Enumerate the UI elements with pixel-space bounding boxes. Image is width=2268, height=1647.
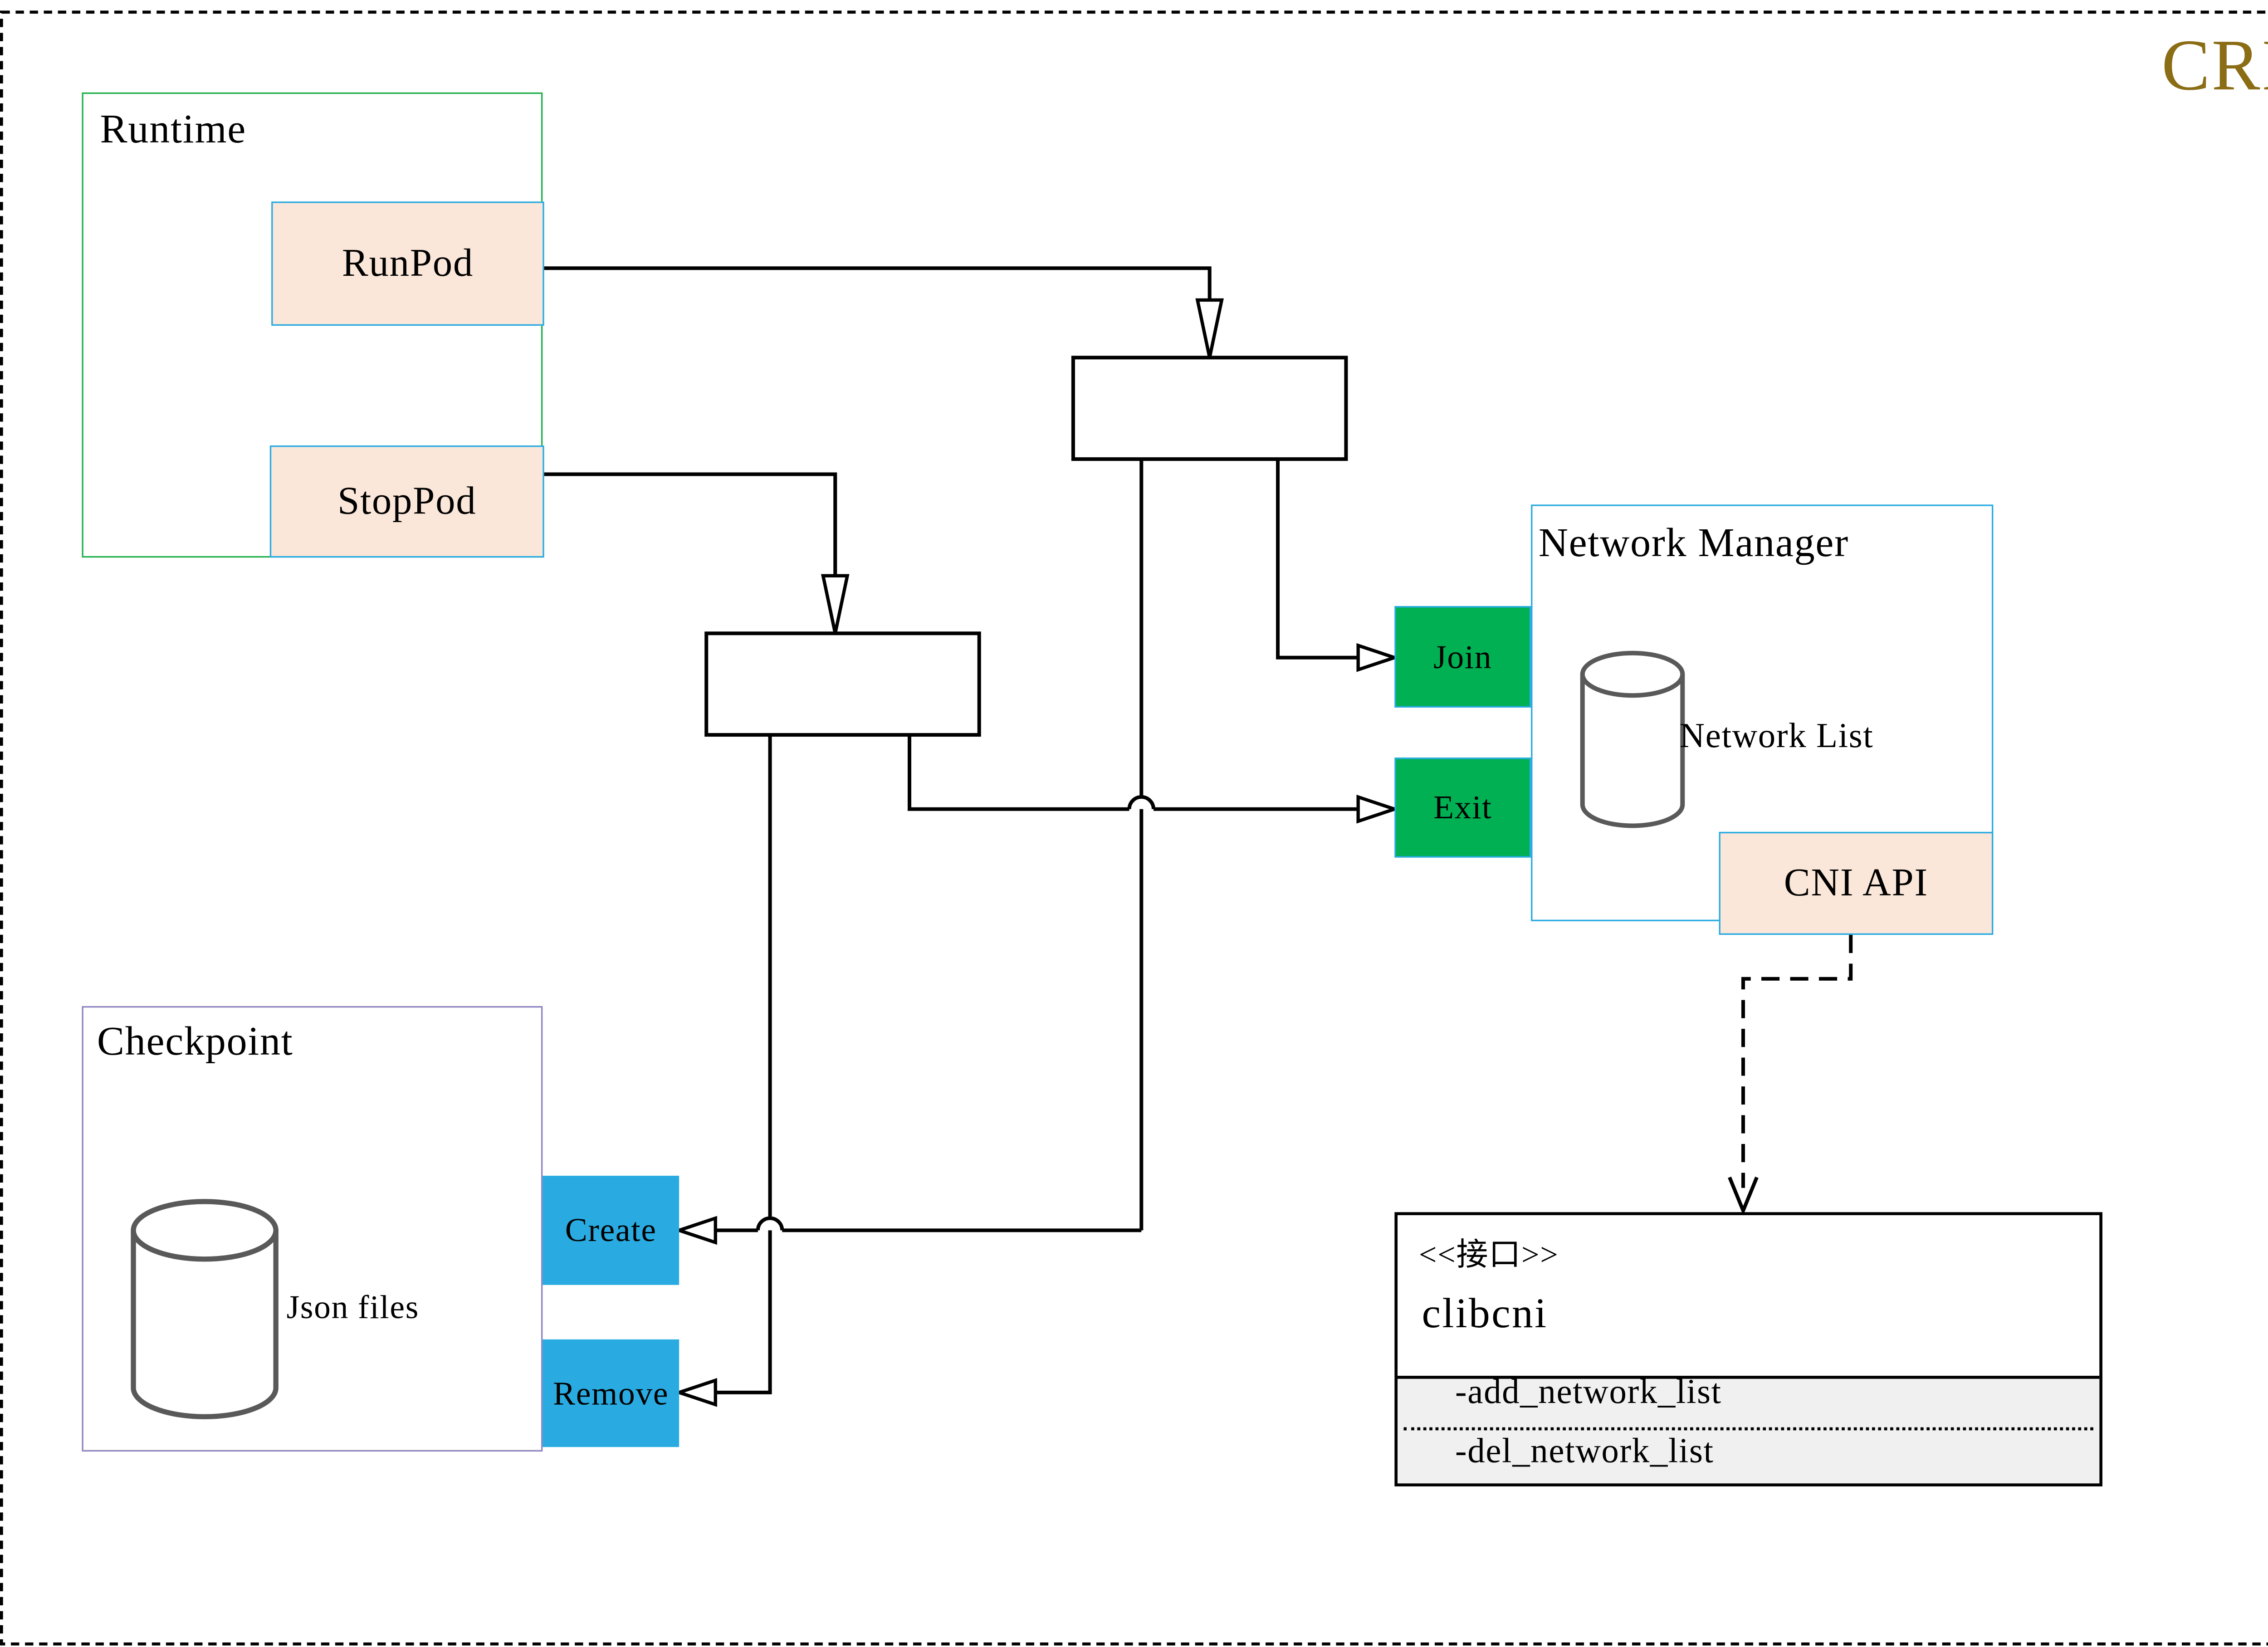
process-rect-stoppod-flow — [704, 631, 981, 737]
exit-node: Exit — [1394, 758, 1531, 858]
network-manager-title: Network Manager — [1538, 519, 1849, 565]
create-node: Create — [543, 1176, 679, 1285]
cni-api-node: CNI API — [1719, 831, 1994, 935]
checkpoint-box — [82, 1006, 543, 1452]
clibcni-method-divider — [1403, 1427, 2093, 1431]
arrowhead-into-join — [1356, 643, 1400, 672]
line-jump-exit — [1127, 795, 1156, 810]
wire-cniapi-to-clibcni-dashed — [1741, 935, 1853, 1188]
stoppod-node: StopPod — [269, 445, 544, 558]
open-arrowhead-clibcni — [1728, 1176, 1759, 1216]
line-jump-create — [756, 1216, 784, 1231]
join-node: Join — [1394, 606, 1531, 708]
wire-rectb-right-to-exit — [908, 735, 1129, 811]
checkpoint-title: Checkpoint — [97, 1018, 293, 1064]
arrowhead-into-recta — [1195, 298, 1224, 358]
arrowhead-into-exit — [1356, 794, 1400, 824]
wire-runpod-to-recta — [543, 266, 1212, 300]
cri-title: CRI — [2161, 25, 2268, 106]
wire-recta-right-to-join — [1276, 459, 1359, 660]
network-list-label: Network List — [1679, 717, 1874, 755]
clibcni-stereotype: <<接口>> — [1418, 1236, 1559, 1273]
remove-node: Remove — [543, 1339, 679, 1447]
clibcni-method-add: -add_network_list — [1455, 1373, 1722, 1411]
arrowhead-into-rectb — [821, 574, 850, 634]
wire-rectb-left-to-remove — [715, 735, 772, 1394]
json-files-label: Json files — [286, 1288, 419, 1326]
clibcni-method-del: -del_network_list — [1455, 1432, 1714, 1470]
runpod-node: RunPod — [271, 201, 544, 326]
wire-stoppod-to-rectb — [543, 472, 837, 576]
arrowhead-into-remove — [674, 1378, 717, 1407]
clibcni-name: clibcni — [1422, 1291, 1548, 1338]
runtime-title: Runtime — [100, 106, 247, 152]
process-rect-runpod-flow — [1071, 356, 1348, 461]
arrowhead-into-create — [674, 1216, 717, 1245]
